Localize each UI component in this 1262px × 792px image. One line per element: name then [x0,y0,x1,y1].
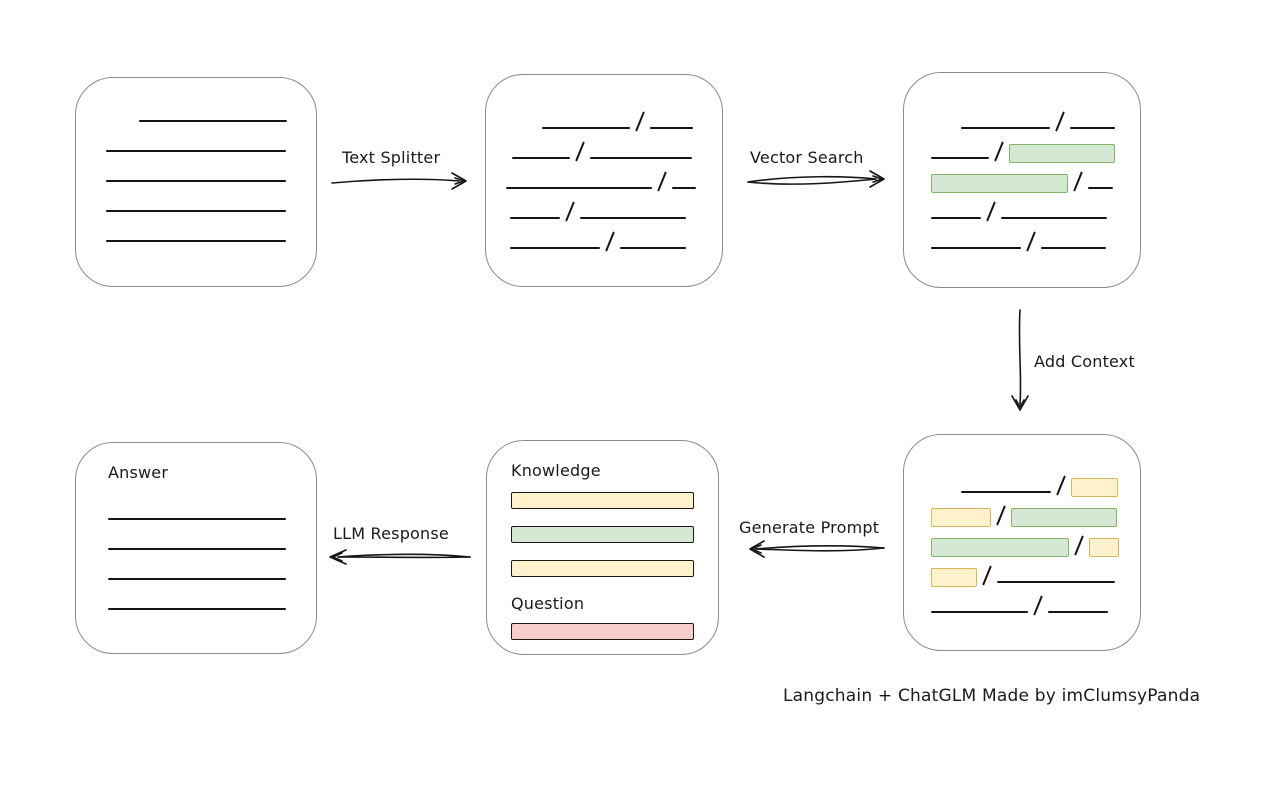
text-row [904,583,1140,616]
red-bar [511,623,694,640]
text-row [904,523,1140,557]
slash-separator [605,231,615,252]
text-line [106,150,286,152]
text-row [904,493,1140,527]
context-added-box [903,434,1141,651]
text-row [486,189,722,222]
vector-search-label: Vector Search [750,148,864,167]
green-highlight-chip [931,538,1069,557]
text-row [108,580,316,610]
green-bar [511,526,694,543]
text-row [904,99,1140,132]
text-splitter-label: Text Splitter [342,148,441,167]
text-line [672,187,696,189]
context-added-lines [904,435,1140,616]
slash-separator [1026,231,1036,252]
text-row [904,129,1140,163]
yellow-highlight-chip [1089,538,1119,557]
text-line [139,120,287,122]
text-line [1041,247,1106,249]
vector-matched-lines [904,73,1140,252]
yellow-bar [511,492,694,509]
text-row [904,159,1140,193]
knowledge-bars [511,492,718,577]
yellow-bar [511,560,694,577]
text-row [486,99,722,132]
text-line [542,127,630,129]
text-line [961,127,1050,129]
answer-heading: Answer [108,463,169,482]
text-row [904,553,1140,587]
text-row [486,219,722,252]
split-text-lines [486,75,722,252]
source-document-lines [76,78,316,242]
text-row [904,189,1140,222]
text-line [931,157,989,159]
text-line [510,217,560,219]
green-highlight-chip [931,174,1068,193]
text-line [997,581,1115,583]
text-line [580,217,686,219]
text-row [486,129,722,162]
green-highlight-chip [1011,508,1117,527]
text-row [76,92,316,122]
slash-separator [1033,595,1043,616]
text-row [76,182,316,212]
text-row [904,463,1140,497]
text-line [512,157,570,159]
text-line [506,187,652,189]
text-line [961,491,1051,493]
vector-matched-box [903,72,1141,288]
text-row [108,520,316,550]
text-row [486,159,722,192]
text-line [108,548,286,550]
green-highlight-chip [1009,144,1115,163]
llm-response-label: LLM Response [333,524,449,543]
text-line [590,157,692,159]
text-line [1001,217,1107,219]
diagram-caption: Langchain + ChatGLM Made by imClumsyPand… [783,686,1201,706]
text-line [1088,187,1113,189]
text-line [650,127,693,129]
question-bars [511,623,718,640]
text-line [108,518,286,520]
text-row [108,550,316,580]
vector-search-arrow [747,170,885,188]
text-line [510,247,600,249]
text-line [931,217,981,219]
generate-prompt-label: Generate Prompt [739,518,880,537]
text-splitter-arrow [331,172,467,190]
answer-box: Answer [75,442,317,654]
text-line [108,578,286,580]
add-context-arrow [1011,309,1029,411]
generate-prompt-arrow [749,540,885,558]
text-row [76,212,316,242]
add-context-label: Add Context [1034,352,1135,371]
yellow-highlight-chip [931,568,977,587]
prompt-box: Knowledge Question [486,440,719,655]
text-line [106,240,286,242]
text-row [76,122,316,152]
text-line [108,608,286,610]
text-row [108,490,316,520]
question-heading: Question [511,594,585,613]
text-row [76,152,316,182]
text-line [620,247,686,249]
source-document-box [75,77,317,287]
llm-response-arrow [329,549,471,565]
answer-lines [108,490,316,610]
text-line [106,210,286,212]
text-line [1070,127,1115,129]
yellow-highlight-chip [931,508,991,527]
split-text-box [485,74,723,287]
text-line [931,611,1028,613]
text-line [1048,611,1108,613]
text-line [931,247,1021,249]
knowledge-heading: Knowledge [511,461,601,480]
text-line [106,180,286,182]
yellow-highlight-chip [1071,478,1118,497]
text-row [904,219,1140,252]
